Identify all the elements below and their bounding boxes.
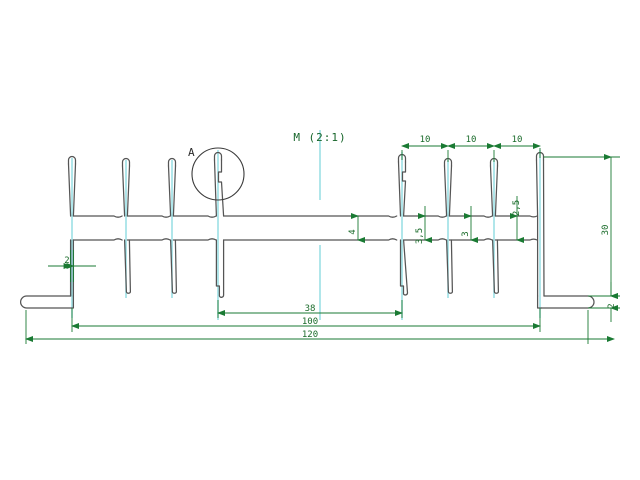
dim-fin-pitch-2: 10 bbox=[466, 135, 477, 145]
detail-circle-a bbox=[191, 147, 245, 201]
dim-fin-thickness: 2 bbox=[64, 256, 69, 266]
heatsink-profile-outline bbox=[19, 151, 595, 309]
section-scale-label: M (2:1) bbox=[293, 131, 346, 144]
dim-overall-width: 120 bbox=[302, 330, 318, 340]
dim-web-gap-4: 4 bbox=[348, 229, 358, 234]
bottom-dimension-group bbox=[25, 300, 615, 344]
dim-inner-span: 38 bbox=[305, 304, 316, 314]
dim-web-gap-3: 3 bbox=[461, 231, 471, 236]
dim-fin-pitch-1: 10 bbox=[420, 135, 431, 145]
top-dimension-group bbox=[401, 143, 541, 162]
dim-foot-thickness: 2 bbox=[607, 303, 617, 308]
dim-web-gap-25: 2,5 bbox=[512, 200, 522, 216]
dim-overall-height: 30 bbox=[601, 225, 611, 236]
inner-vertical-dimension-group bbox=[351, 196, 524, 243]
dim-fin-pitch-3: 10 bbox=[512, 135, 523, 145]
dim-web-gap-35: 3,5 bbox=[415, 228, 425, 244]
dim-mid-span: 100 bbox=[302, 317, 318, 327]
left-thickness-dimension bbox=[48, 250, 96, 282]
right-vertical-dimension-group bbox=[543, 154, 620, 322]
detail-label-a: A bbox=[188, 146, 195, 159]
